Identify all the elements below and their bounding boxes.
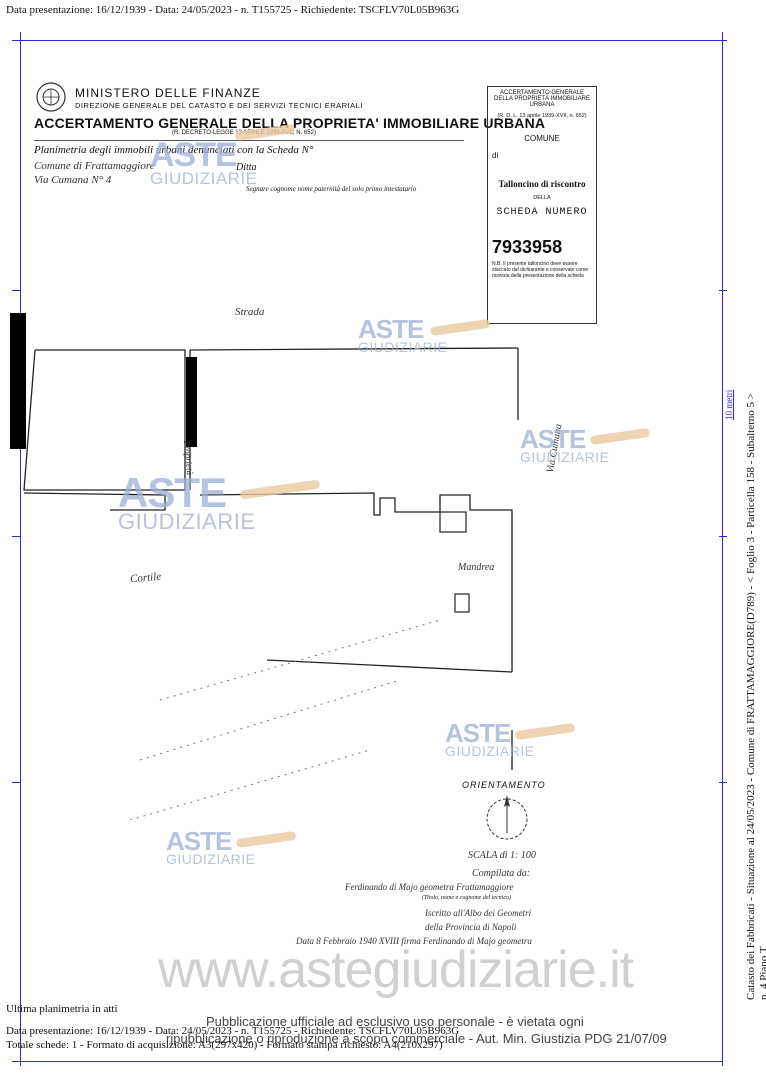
direzione-label: DIREZIONE GENERALE DEL CATASTO E DEI SER… xyxy=(75,101,363,110)
watermark-aste-text: ASTE xyxy=(358,314,424,344)
frame-tick xyxy=(20,1058,21,1066)
aste-watermark: ASTE GIUDIZIARIE xyxy=(166,826,256,868)
watermark-giudiziarie-text: GIUDIZIARIE xyxy=(520,449,610,466)
form-title: ACCERTAMENTO GENERALE DELLA PROPRIETA' I… xyxy=(34,115,546,131)
planimetria-label: Planimetria degli immobili urbani denunc… xyxy=(34,144,314,156)
aste-watermark: ASTE GIUDIZIARIE xyxy=(445,718,535,760)
scala-label: SCALA di 1: 100 xyxy=(468,850,536,861)
footer-data-line: Data presentazione: 16/12/1939 - Data: 2… xyxy=(6,1025,460,1037)
watermark-giudiziarie-text: GIUDIZIARIE xyxy=(445,743,535,760)
iscritto-label: Iscritto all'Albo dei Geometri xyxy=(425,908,532,918)
watermark-aste-text: ASTE xyxy=(445,718,511,748)
watermark-aste-text: ASTE xyxy=(520,424,586,454)
aste-watermark: ASTE GIUDIZIARIE xyxy=(520,424,610,466)
card-della: DELLA xyxy=(533,195,551,201)
data-firma-label: Data 8 Febbraio 1940 XVIII firma Ferdina… xyxy=(296,936,532,946)
card-header: ACCERTAMENTO GENERALE DELLA PROPRIETÀ IM… xyxy=(493,90,591,108)
piano-side-label: n. 4 Piano T xyxy=(758,946,766,1000)
watermark-aste-text: ASTE xyxy=(166,826,232,856)
compilatore-name: Ferdinando di Majo geometra Frattamaggio… xyxy=(345,882,514,892)
aste-watermark: ASTE GIUDIZIARIE xyxy=(118,469,256,534)
frame-tick xyxy=(12,782,20,783)
talloncino-card: ACCERTAMENTO GENERALE DELLA PROPRIETÀ IM… xyxy=(487,86,597,324)
scale-side-label: 10 metri xyxy=(724,389,734,420)
card-talloncino: Talloncino di riscontro xyxy=(498,179,586,189)
redaction-block xyxy=(186,357,197,447)
frame-tick xyxy=(722,32,723,40)
frame-tick xyxy=(719,536,727,537)
emblem-icon xyxy=(36,82,66,112)
frame-tick xyxy=(20,32,21,40)
ultima-planimetria-label: Ultima planimetria in atti xyxy=(6,1003,118,1015)
ditta-label: Ditta xyxy=(236,162,257,173)
watermark-aste-text: ASTE xyxy=(118,469,227,516)
watermark-giudiziarie-text: GIUDIZIARIE xyxy=(358,339,448,356)
watermark-aste-text: ASTE xyxy=(150,136,238,174)
card-number: 7933958 xyxy=(492,237,563,257)
segnare-label: Segnare cognome nome paternità del solo … xyxy=(246,185,417,193)
publication-notice-2: ripubblicazione o riproduzione a scopo c… xyxy=(166,1031,667,1046)
watermark-giudiziarie-text: GIUDIZIARIE xyxy=(150,168,258,188)
catasto-side-label: Catasto dei Fabbricati - Situazione al 2… xyxy=(745,393,757,1000)
compilatore-note: (Titolo, nome e cognome del tecnico) xyxy=(422,895,511,901)
label-mandrea: Mandrea xyxy=(458,562,495,573)
header-info-line: Data presentazione: 16/12/1939 - Data: 2… xyxy=(6,4,460,16)
frame-tick xyxy=(12,40,20,41)
page-frame xyxy=(20,40,723,1062)
comune-label: Comune di Frattamaggiore xyxy=(34,160,155,172)
card-di: di xyxy=(492,151,499,160)
compilata-label: Compilata da: xyxy=(472,868,531,879)
frame-tick xyxy=(722,1058,723,1066)
compass-icon xyxy=(486,795,528,840)
frame-tick xyxy=(719,40,727,41)
frame-tick xyxy=(12,1061,20,1062)
provincia-label: della Provincia di Napoli xyxy=(425,922,517,932)
frame-tick xyxy=(719,290,727,291)
watermark-giudiziarie-text: GIUDIZIARIE xyxy=(118,508,256,534)
redaction-block xyxy=(10,313,26,449)
label-strada: Strada xyxy=(235,306,265,318)
frame-tick xyxy=(12,536,20,537)
orientamento-label: ORIENTAMENTO xyxy=(462,780,546,790)
ministero-label: MINISTERO DELLE FINANZE xyxy=(75,86,261,100)
footer-totale-line: Totale schede: 1 - Formato di acquisizio… xyxy=(6,1039,443,1051)
card-comune: COMUNE xyxy=(524,134,560,143)
aste-watermark: ASTE GIUDIZIARIE xyxy=(150,136,258,188)
card-scheda: SCHEDA NUMERO xyxy=(496,207,588,218)
card-note: N.B. Il presente talloncino deve essere … xyxy=(492,261,589,279)
watermark-giudiziarie-text: GIUDIZIARIE xyxy=(166,851,256,868)
card-decreto: (R. D. L. 13 aprile 1939-XVII, n. 652) xyxy=(497,113,587,119)
via-label: Via Cumana N° 4 xyxy=(34,174,112,186)
publication-notice-1: Pubblicazione ufficiale ad esclusivo uso… xyxy=(206,1014,584,1029)
divider xyxy=(34,140,464,141)
frame-tick xyxy=(12,290,20,291)
aste-watermark: ASTE GIUDIZIARIE xyxy=(358,314,448,356)
site-watermark: www.astegiudiziarie.it xyxy=(158,941,634,999)
frame-tick xyxy=(719,782,727,783)
